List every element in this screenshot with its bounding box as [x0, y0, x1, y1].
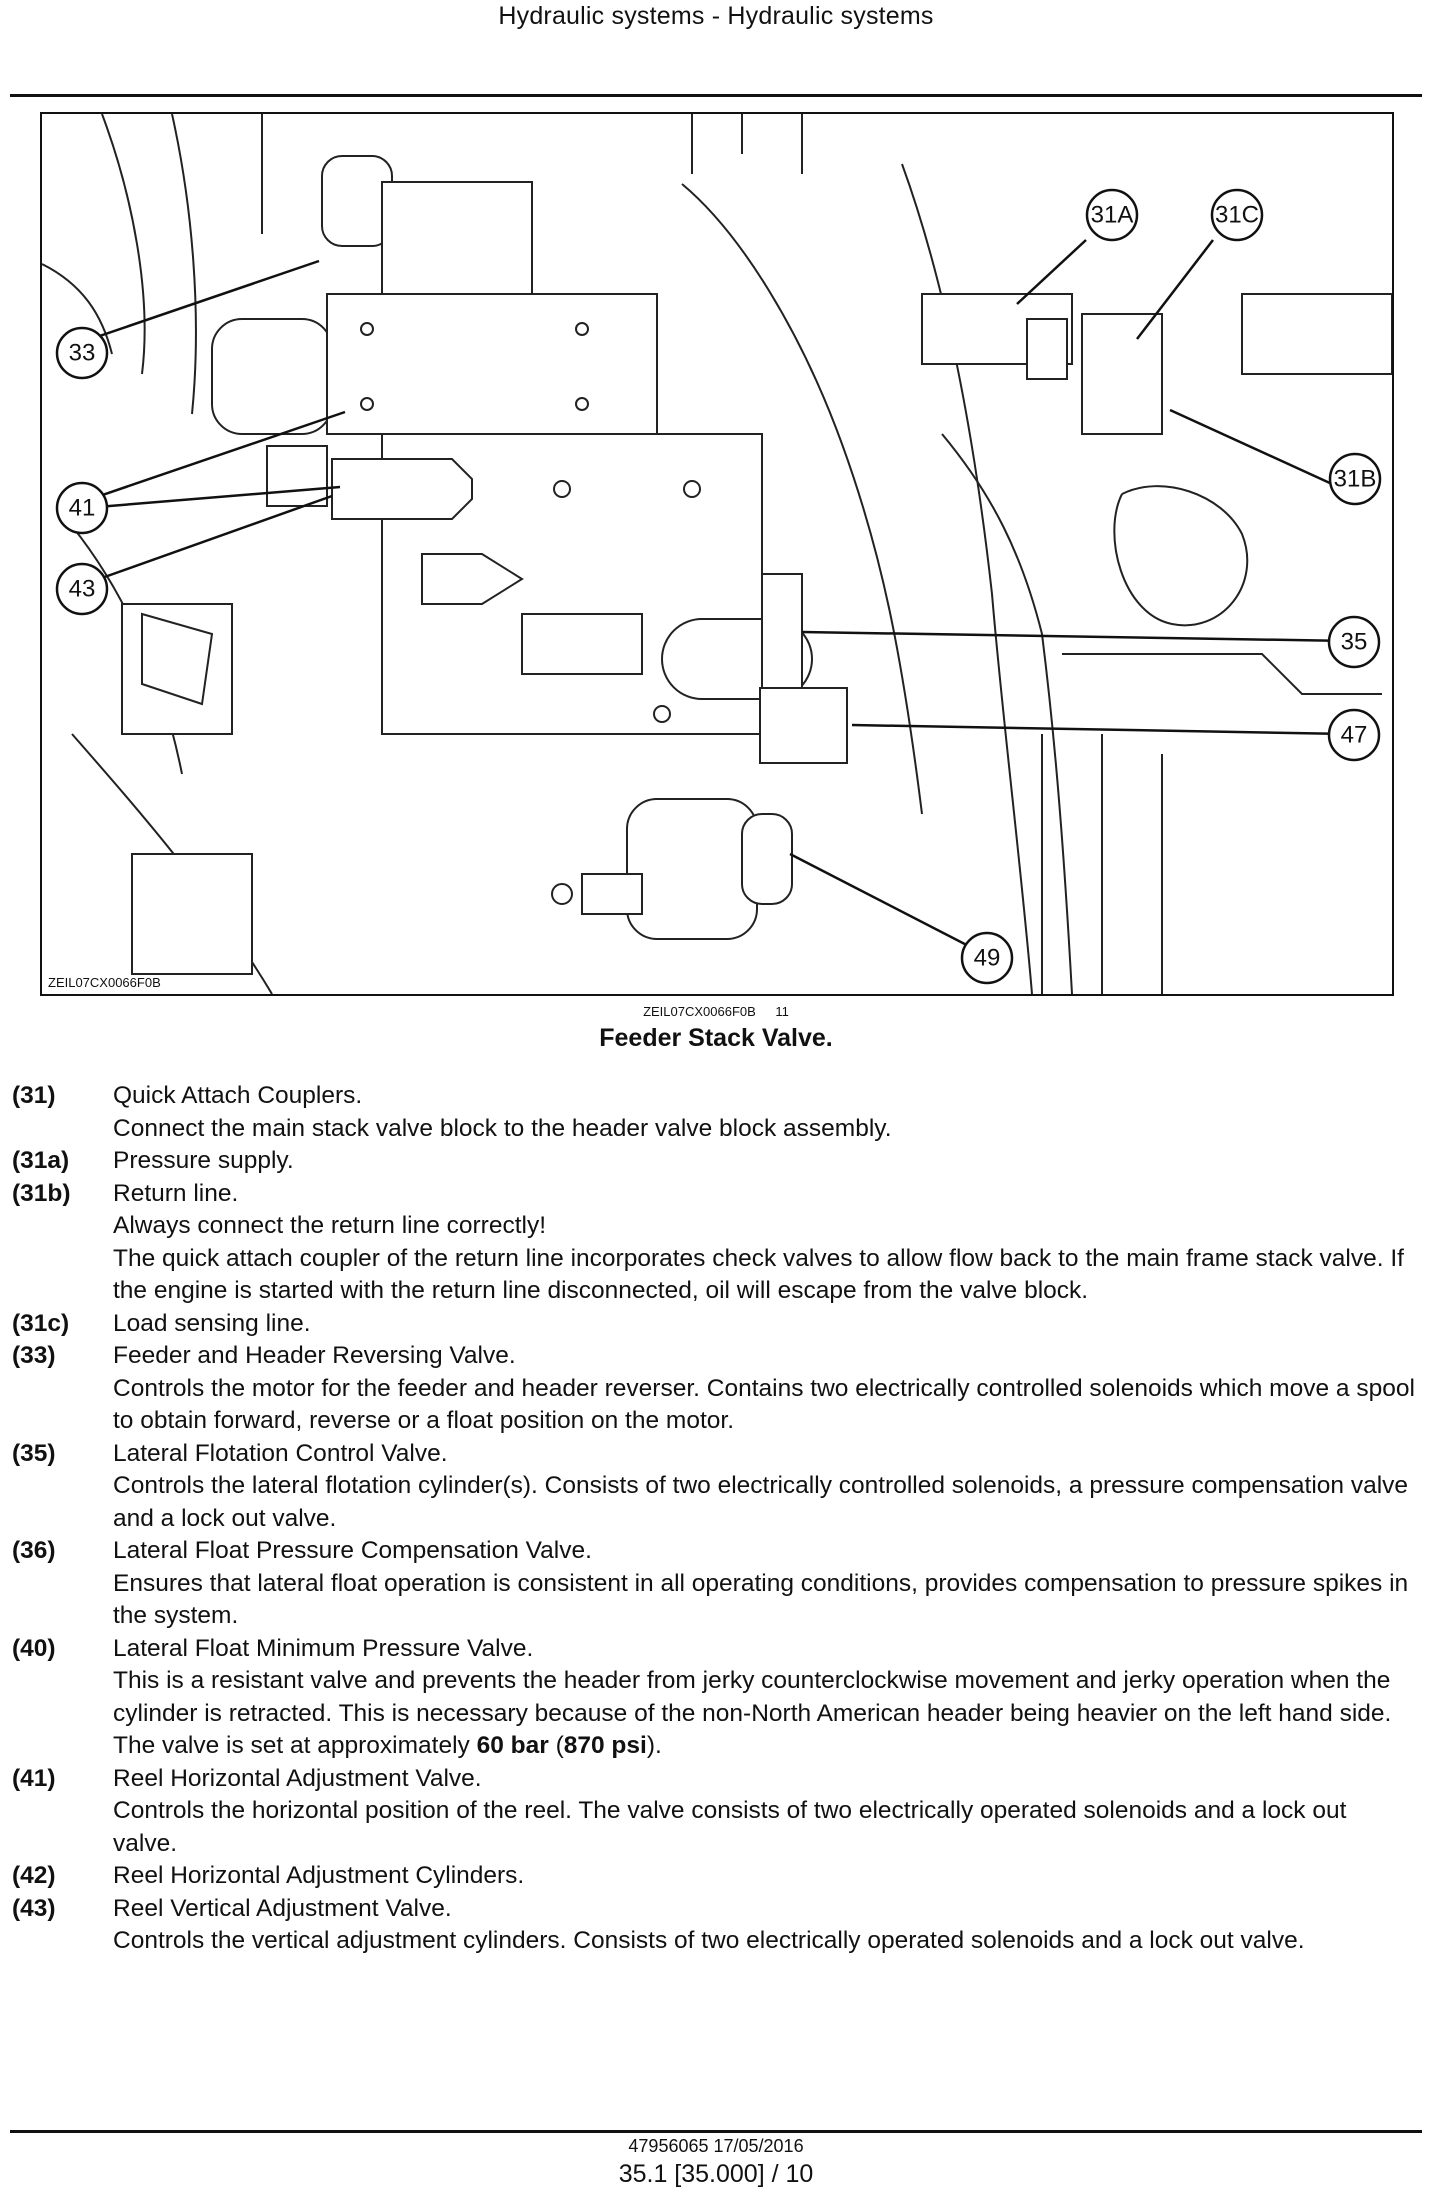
legend-heading: Reel Horizontal Adjustment Cylinders. [113, 1862, 525, 1889]
leader-lines [81, 239, 1351, 958]
legend-description: Controls the lateral flotation cylinder(… [113, 1472, 1409, 1532]
legend-heading: Return line. [113, 1179, 239, 1207]
legend-heading: Quick Attach Couplers. [113, 1082, 363, 1109]
legend-item-31: (31) Quick Attach Couplers. Connect the m… [12, 1080, 1417, 1145]
legend-heading: Load sensing line. [113, 1309, 311, 1337]
legend-item-31b: (31b) Return line. Always connect the ret… [12, 1178, 1417, 1308]
svg-text:33: 33 [69, 340, 96, 367]
figure-caption-small: ZEIL07CX0066F0B 11 [0, 1004, 1432, 1019]
footer-doc-id: 47956065 17/05/2016 [628, 2136, 804, 2156]
hydraulic-diagram: 31A 31C 33 31B 41 43 35 47 49 [42, 114, 1392, 994]
svg-text:41: 41 [69, 495, 96, 522]
legend-number: (35) [12, 1439, 56, 1467]
callout-41: 41 [55, 481, 109, 535]
svg-text:31B: 31B [1334, 466, 1377, 493]
running-header: Hydraulic systems - Hydraulic systems [498, 2, 934, 30]
callout-43: 43 [55, 562, 109, 616]
svg-text:31C: 31C [1215, 202, 1259, 229]
legend-heading: Lateral Float Pressure Compensation Valv… [113, 1537, 592, 1564]
legend-description: Controls the horizontal position of the … [113, 1797, 1347, 1857]
legend-description: This is a resistant valve and prevents t… [113, 1667, 1392, 1759]
legend-item-31c: (31c) Load sensing line. [12, 1308, 1417, 1341]
svg-text:47: 47 [1341, 722, 1368, 749]
callout-31b: 31B [1328, 452, 1382, 506]
footer-page-number: 35.1 [35.000] / 10 [618, 2160, 814, 2188]
legend-item-33: (33) Feeder and Header Reversing Valve. C… [12, 1340, 1417, 1438]
legend-number: (43) [12, 1894, 56, 1922]
legend-warning: Always connect the return line correctly… [113, 1212, 547, 1239]
svg-text:49: 49 [974, 945, 1001, 972]
legend-heading: Feeder and Header Reversing Valve. [113, 1342, 516, 1369]
legend-number: (40) [12, 1634, 56, 1662]
callout-33: 33 [55, 326, 109, 380]
legend-number: (31c) [12, 1309, 70, 1337]
legend-description: Controls the motor for the feeder and he… [113, 1374, 1415, 1435]
legend-item-40: (40) Lateral Float Minimum Pressure Valv… [12, 1633, 1417, 1763]
pressure-bar-value: 60 bar [476, 1732, 549, 1759]
legend-number: (42) [12, 1862, 56, 1889]
legend-description: Ensures that lateral float operation is … [113, 1569, 1409, 1630]
legend-heading: Reel Vertical Adjustment Valve. [113, 1894, 452, 1922]
figure-title: Feeder Stack Valve. [599, 1024, 833, 1052]
legend-number: (41) [12, 1764, 56, 1792]
figure-code-inside: ZEIL07CX0066F0B [48, 975, 161, 990]
callout-31c: 31C [1210, 188, 1264, 242]
legend-item-35: (35) Lateral Flotation Control Valve. Con… [12, 1438, 1417, 1536]
legend-item-41: (41) Reel Horizontal Adjustment Valve. Co… [12, 1763, 1417, 1861]
legend-heading: Pressure supply. [113, 1147, 294, 1174]
legend-item-31a: (31a) Pressure supply. [12, 1145, 1417, 1178]
legend-item-43: (43) Reel Vertical Adjustment Valve. Cont… [12, 1893, 1417, 1958]
legend-number: (31b) [12, 1179, 71, 1207]
figure-code: ZEIL07CX0066F0B [643, 1004, 756, 1019]
diagram-line-art [42, 114, 1392, 994]
legend-heading: Reel Horizontal Adjustment Valve. [113, 1764, 482, 1792]
legend-number: (31) [12, 1082, 56, 1109]
legend-description: The quick attach coupler of the return l… [113, 1244, 1404, 1305]
svg-text:43: 43 [69, 576, 96, 603]
callout-31a: 31A [1085, 188, 1139, 242]
legend-item-36: (36) Lateral Float Pressure Compensation… [12, 1535, 1417, 1633]
callout-49: 49 [960, 931, 1014, 985]
legend-description: Connect the main stack valve block to th… [113, 1114, 892, 1142]
legend-heading: Lateral Flotation Control Valve. [113, 1439, 448, 1467]
legend-heading: Lateral Float Minimum Pressure Valve. [113, 1634, 534, 1662]
header-rule [10, 94, 1422, 97]
callout-35: 35 [1327, 615, 1381, 669]
legend-description: Controls the vertical adjustment cylinde… [113, 1927, 1305, 1954]
callout-47: 47 [1327, 708, 1381, 762]
legend-list: (31) Quick Attach Couplers. Connect the m… [12, 1080, 1417, 1958]
legend-number: (33) [12, 1342, 56, 1369]
svg-text:35: 35 [1341, 629, 1368, 656]
legend-item-42: (42) Reel Horizontal Adjustment Cylinder… [12, 1860, 1417, 1893]
figure-frame: 31A 31C 33 31B 41 43 35 47 49 ZEIL07CX00… [40, 112, 1394, 996]
pressure-psi-value: 870 psi [563, 1732, 647, 1759]
figure-number: 11 [775, 1004, 789, 1019]
legend-number: (31a) [12, 1147, 70, 1174]
svg-text:31A: 31A [1091, 202, 1134, 229]
legend-number: (36) [12, 1537, 56, 1564]
footer-rule [10, 2130, 1422, 2133]
